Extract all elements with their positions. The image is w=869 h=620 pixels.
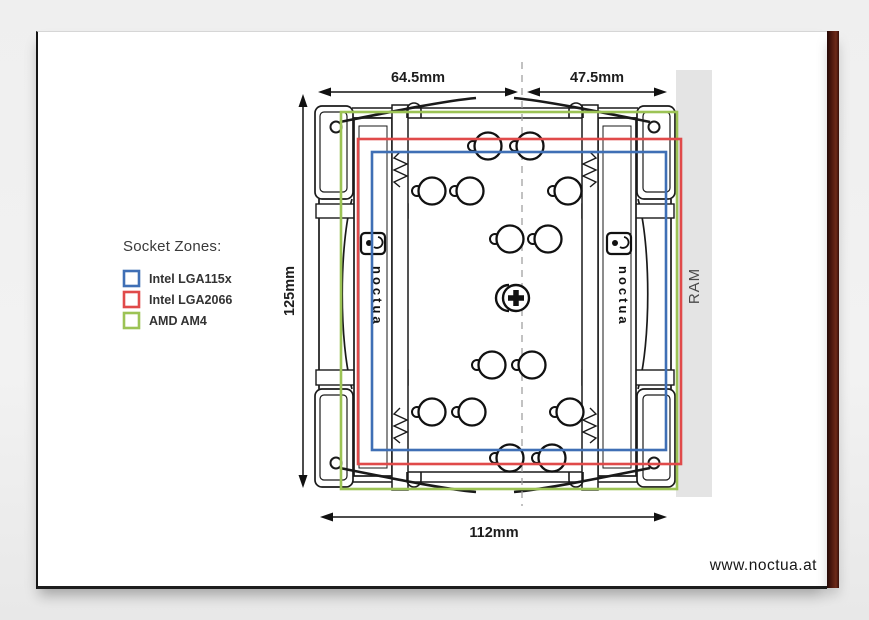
brand-wordmark: noctua: [370, 266, 385, 327]
book-spine-edge: [827, 31, 839, 588]
dim-top-right: 47.5mm: [527, 70, 667, 97]
hole: [451, 397, 487, 427]
mounting-holes: [411, 131, 585, 473]
screw-cross-icon: [508, 290, 524, 306]
cooler-drawing: noctua noctua: [313, 62, 677, 506]
zone-rect-intel-lga115x: [370, 150, 668, 452]
dim-top-right-label: 47.5mm: [570, 70, 624, 86]
dim-width: 112mm: [320, 512, 667, 541]
owl-eye-icon: [612, 240, 618, 246]
legend-item-am4: AMD AM4: [122, 311, 207, 330]
noctua-logo-right: noctua: [605, 231, 633, 327]
owl-eye-icon: [366, 240, 372, 246]
legend-swatch-lga2066: [122, 290, 141, 309]
legend-item-lga2066: Intel LGA2066: [122, 290, 232, 309]
hole: [527, 224, 563, 254]
dim-width-label: 112mm: [469, 525, 518, 541]
owl-icon: [605, 231, 633, 256]
hole: [489, 224, 525, 254]
hole: [449, 176, 485, 206]
legend-swatch-am4: [122, 311, 141, 330]
legend-label-am4: AMD AM4: [149, 314, 207, 328]
hole: [531, 443, 567, 473]
screw-crescent: [494, 283, 510, 313]
dim-top-left: 64.5mm: [318, 70, 518, 97]
owl-swirl-icon: [619, 236, 630, 249]
dim-top-left-label: 64.5mm: [391, 70, 445, 86]
hole: [509, 131, 545, 161]
legend: Socket Zones: Intel LGA115x Intel LGA206…: [122, 238, 232, 330]
zone-rect-intel-lga2066: [356, 137, 683, 466]
ram-zone-label: RAM: [686, 268, 703, 304]
legend-title: Socket Zones:: [123, 238, 221, 255]
hole: [489, 443, 525, 473]
website-label: www.noctua.at: [709, 557, 817, 574]
hole: [549, 397, 585, 427]
left-bracket: [313, 96, 478, 494]
brand-wordmark: noctua: [616, 266, 631, 327]
socket-zone-overlays: [339, 110, 683, 491]
owl-swirl-icon: [373, 236, 384, 249]
hole: [547, 176, 583, 206]
hole: [511, 350, 547, 380]
zone-rect-amd-am4: [339, 110, 679, 491]
hole: [467, 131, 503, 161]
legend-item-lga115x: Intel LGA115x: [122, 269, 232, 288]
legend-label-lga115x: Intel LGA115x: [149, 272, 232, 286]
hole: [471, 350, 507, 380]
hole: [411, 176, 447, 206]
dimension-annotations: 64.5mm 47.5mm 125mm 112mm: [282, 70, 667, 541]
dim-height: 125mm: [282, 94, 308, 488]
center-screw: [494, 283, 531, 313]
legend-swatch-lga115x: [122, 269, 141, 288]
hole: [411, 397, 447, 427]
legend-label-lga2066: Intel LGA2066: [149, 293, 232, 307]
dim-height-label: 125mm: [282, 266, 298, 316]
